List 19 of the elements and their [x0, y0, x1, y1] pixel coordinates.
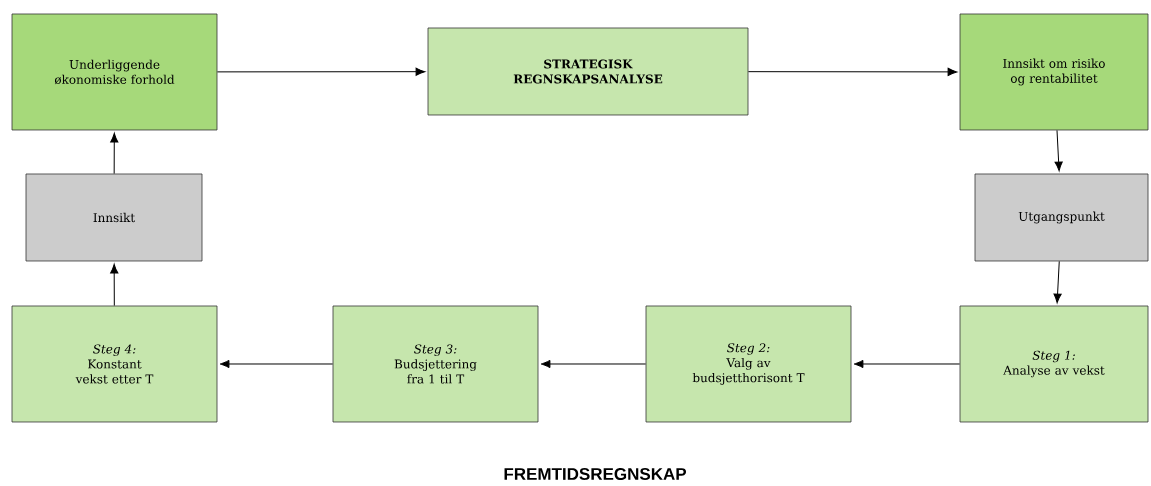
arrow — [219, 359, 334, 369]
process-box: STRATEGISK REGNSKAPSANALYSE — [427, 27, 749, 116]
step-box: Steg 1: Analyse av vekst — [959, 305, 1149, 423]
arrow — [110, 132, 119, 175]
arrow — [1054, 129, 1063, 172]
step-box: Steg 3: Budsjettering fra 1 til T — [332, 305, 539, 423]
arrow — [216, 67, 426, 76]
step-box: Steg 4: Konstant vekst etter T — [11, 305, 218, 423]
arrow — [747, 67, 958, 76]
process-box: Innsikt — [25, 173, 203, 262]
process-box: Utgangspunkt — [974, 173, 1149, 262]
arrow — [853, 359, 961, 369]
arrow — [540, 359, 647, 369]
process-box: Underliggende økonomiske forhold — [11, 13, 218, 131]
caption: FREMTIDSREGNSKAP — [504, 467, 687, 480]
step-box: Steg 2: Valg av budsjetthorisont T — [645, 305, 852, 423]
arrow — [110, 263, 119, 307]
arrow — [1053, 260, 1062, 304]
process-box: Innsikt om risiko og rentabilitet — [959, 13, 1149, 131]
